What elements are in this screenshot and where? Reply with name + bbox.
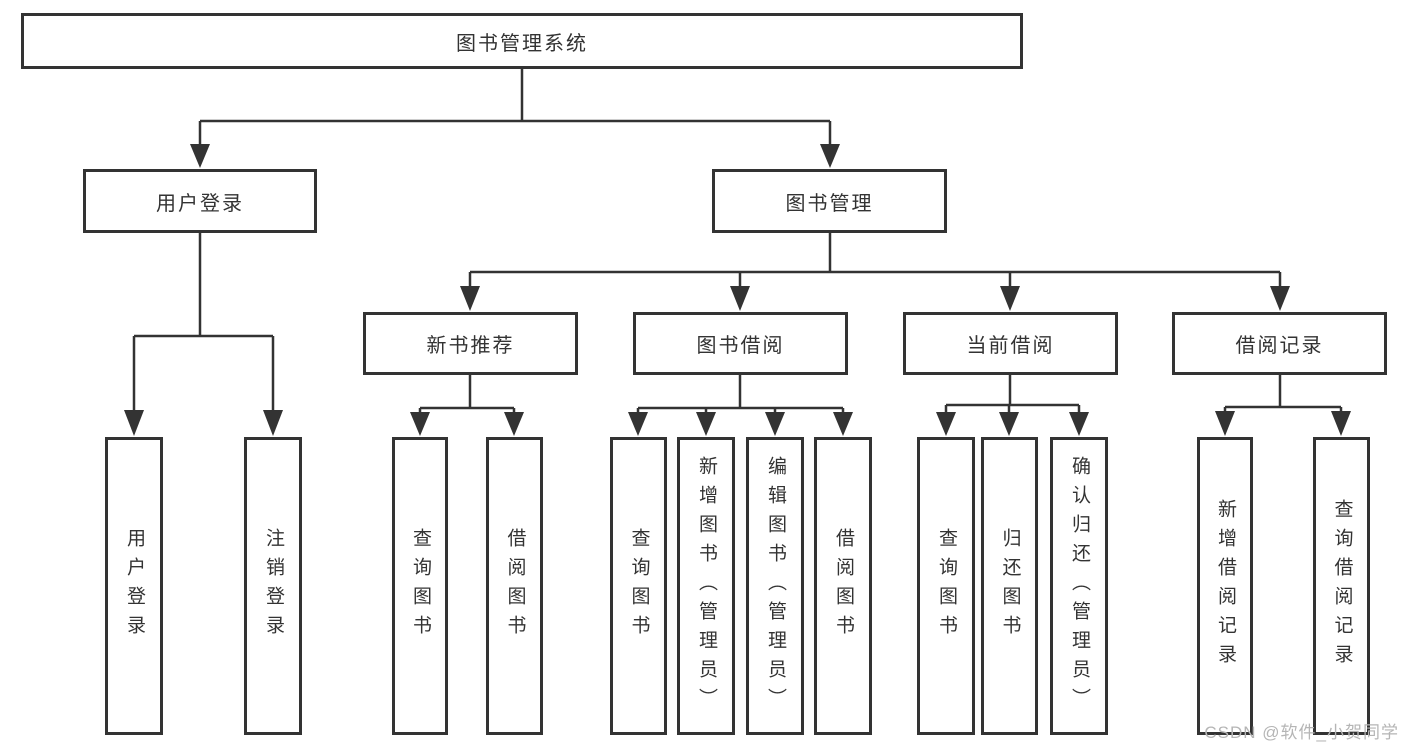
leaf-query-book-recommend: 查询图书 — [392, 437, 448, 735]
node-borrow-records: 借阅记录 — [1172, 312, 1387, 375]
node-root: 图书管理系统 — [21, 13, 1023, 69]
leaf-label: 查询图书 — [409, 528, 431, 644]
leaf-add-borrow-record: 新增借阅记录 — [1197, 437, 1253, 735]
node-user-login: 用户登录 — [83, 169, 317, 233]
connector-new-book — [418, 375, 516, 414]
connector-current-borrow-arrows — [936, 412, 1089, 436]
leaf-return-book: 归还图书 — [981, 437, 1038, 735]
leaf-user-login: 用户登录 — [105, 437, 163, 735]
leaf-confirm-return-admin: 确认归还（管理员） — [1050, 437, 1108, 735]
leaf-borrow-book: 借阅图书 — [814, 437, 872, 735]
connector-current-borrow — [944, 375, 1081, 414]
leaf-label: 编辑图书（管理员） — [764, 455, 786, 717]
csdn-watermark: CSDN @软件_小贺同学 — [1204, 723, 1399, 742]
connector-book-management — [468, 233, 1282, 288]
connector-user-login-arrows — [124, 410, 283, 436]
leaf-label: 确认归还（管理员） — [1068, 455, 1090, 717]
leaf-label: 查询借阅记录 — [1331, 499, 1353, 673]
leaf-label: 归还图书 — [999, 528, 1021, 644]
leaf-label: 查询图书 — [935, 528, 957, 644]
node-current-borrow: 当前借阅 — [903, 312, 1118, 375]
leaf-edit-book-admin: 编辑图书（管理员） — [746, 437, 804, 735]
leaf-label: 用户登录 — [123, 528, 145, 644]
connector-borrow-records — [1223, 375, 1343, 413]
leaf-query-borrow-record: 查询借阅记录 — [1313, 437, 1370, 735]
leaf-label: 借阅图书 — [504, 528, 526, 644]
node-new-book-recommend: 新书推荐 — [363, 312, 578, 375]
node-book-management: 图书管理 — [712, 169, 947, 233]
leaf-logout: 注销登录 — [244, 437, 302, 735]
connector-new-book-arrows — [410, 412, 524, 436]
leaf-label: 新增借阅记录 — [1214, 499, 1236, 673]
leaf-borrow-book-recommend: 借阅图书 — [486, 437, 543, 735]
node-book-borrow: 图书借阅 — [633, 312, 848, 375]
connector-book-borrow-arrows — [628, 412, 853, 436]
connector-root — [198, 69, 832, 146]
connector-user-login — [132, 233, 275, 412]
leaf-query-book-current: 查询图书 — [917, 437, 975, 735]
connector-book-management-arrows — [460, 286, 1290, 311]
leaf-label: 新增图书（管理员） — [695, 455, 717, 717]
leaf-label: 注销登录 — [262, 528, 284, 644]
leaf-query-book-borrow: 查询图书 — [610, 437, 667, 735]
connector-borrow-records-arrows — [1215, 411, 1351, 436]
leaf-label: 查询图书 — [628, 528, 650, 644]
connector-root-arrows — [190, 144, 840, 168]
leaf-add-book-admin: 新增图书（管理员） — [677, 437, 735, 735]
leaf-label: 借阅图书 — [832, 528, 854, 644]
connector-book-borrow — [636, 375, 845, 414]
